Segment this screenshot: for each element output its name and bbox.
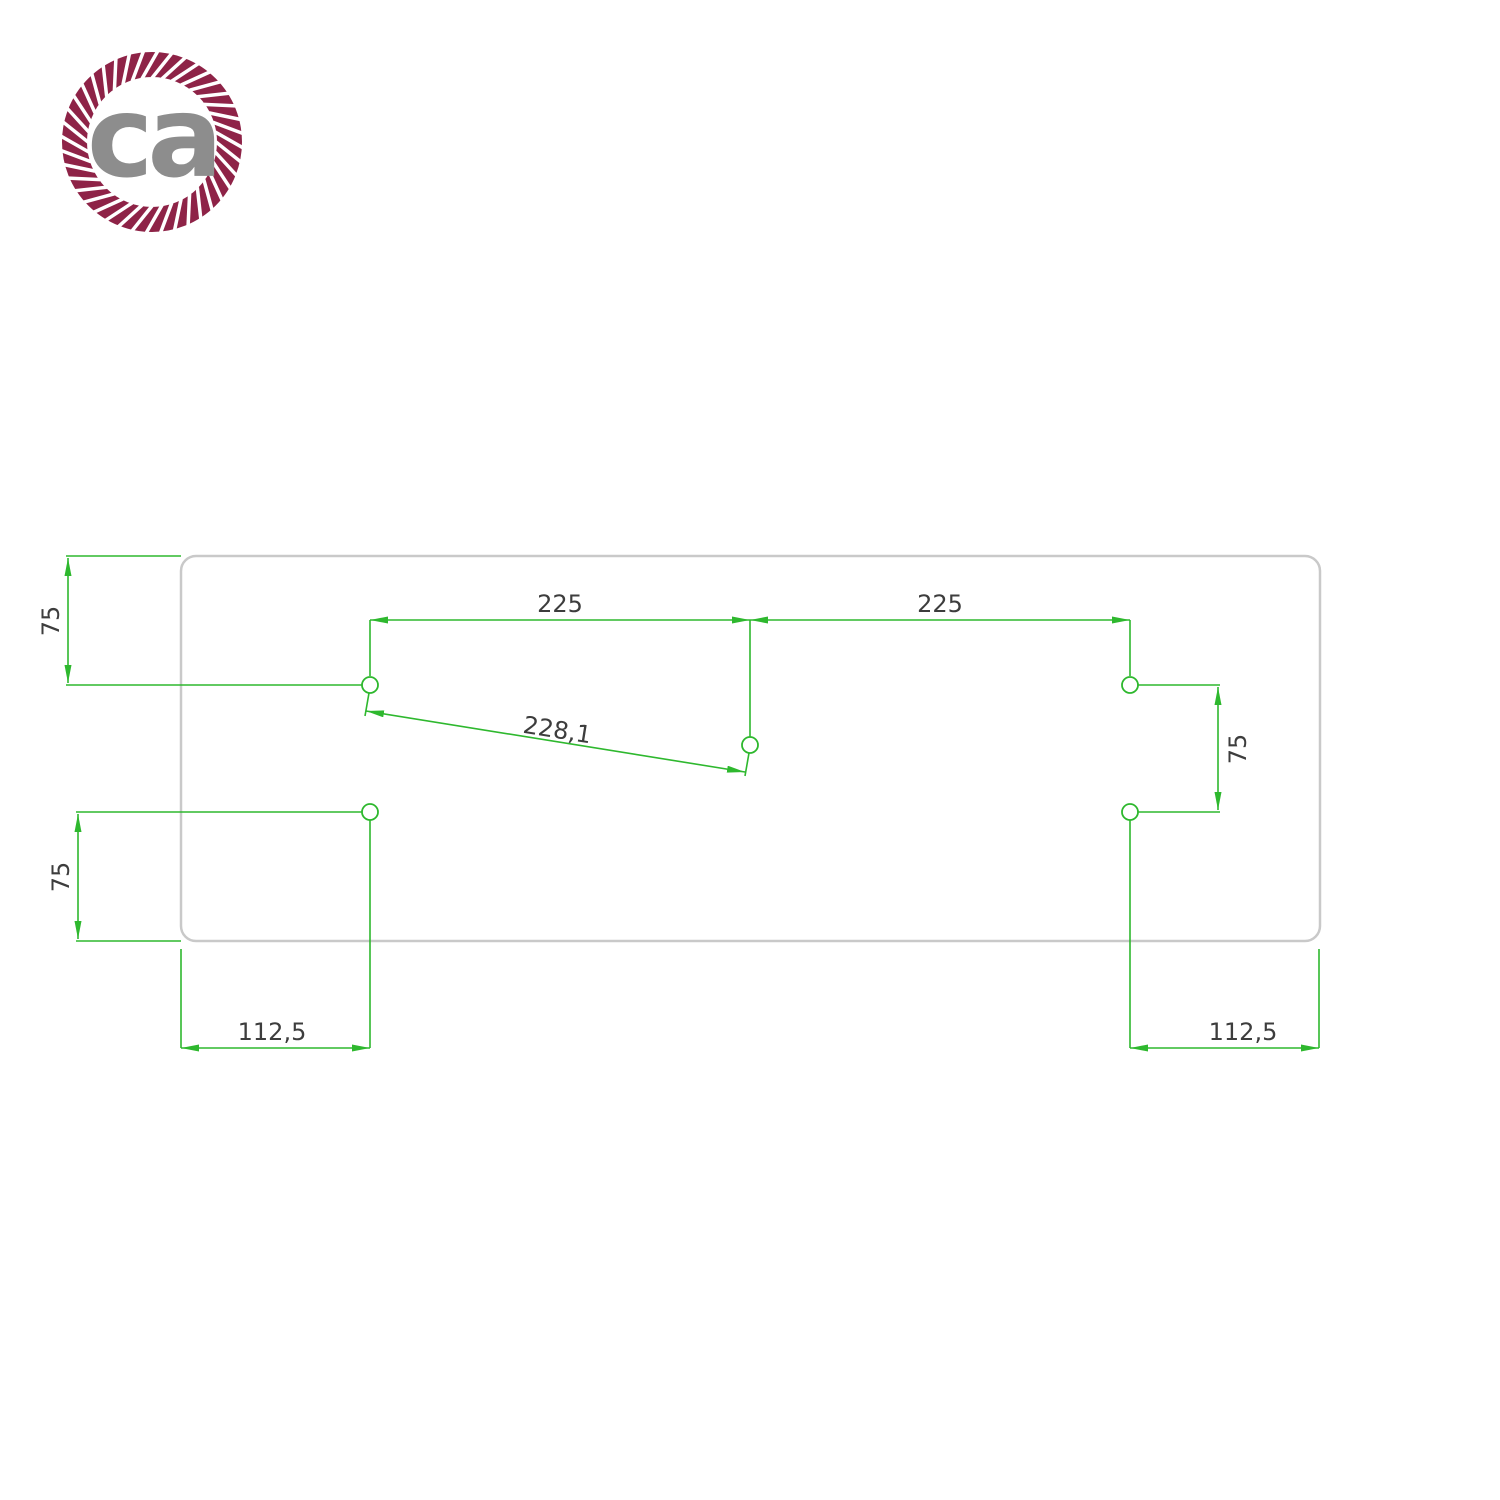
brand-logo: ca xyxy=(60,50,244,234)
dimension-span-left: 225 xyxy=(369,590,750,676)
dimension-label-edge-top-left: 75 xyxy=(37,606,65,637)
dimension-label-offset-bottom-right: 112,5 xyxy=(1209,1018,1278,1046)
dimension-edge-right: 75 xyxy=(1138,684,1252,813)
mounting-hole-right-top xyxy=(1121,676,1139,694)
dimension-label-span-right: 225 xyxy=(917,590,963,618)
dimension-span-right: 225 xyxy=(750,590,1131,676)
mounting-hole-left-bottom xyxy=(361,803,379,821)
mounting-hole-right-bottom xyxy=(1121,803,1139,821)
dimension-offset-bottom-left: 112,5 xyxy=(180,820,371,1052)
logo-text: ca xyxy=(87,73,217,203)
dimension-label-edge-bottom-left: 75 xyxy=(47,862,75,893)
mounting-hole-center xyxy=(741,736,759,754)
logo-rope-twists xyxy=(60,50,244,234)
dimension-offset-bottom-right: 112,5 xyxy=(1129,820,1320,1052)
dimension-label-edge-right: 75 xyxy=(1224,734,1252,765)
dimension-edge-top-left: 75 xyxy=(37,555,362,686)
mounting-hole-left-top xyxy=(361,676,379,694)
dimension-edge-bottom-left: 75 xyxy=(47,811,362,942)
dimension-label-offset-bottom-left: 112,5 xyxy=(238,1018,307,1046)
dimension-label-span-left: 225 xyxy=(537,590,583,618)
